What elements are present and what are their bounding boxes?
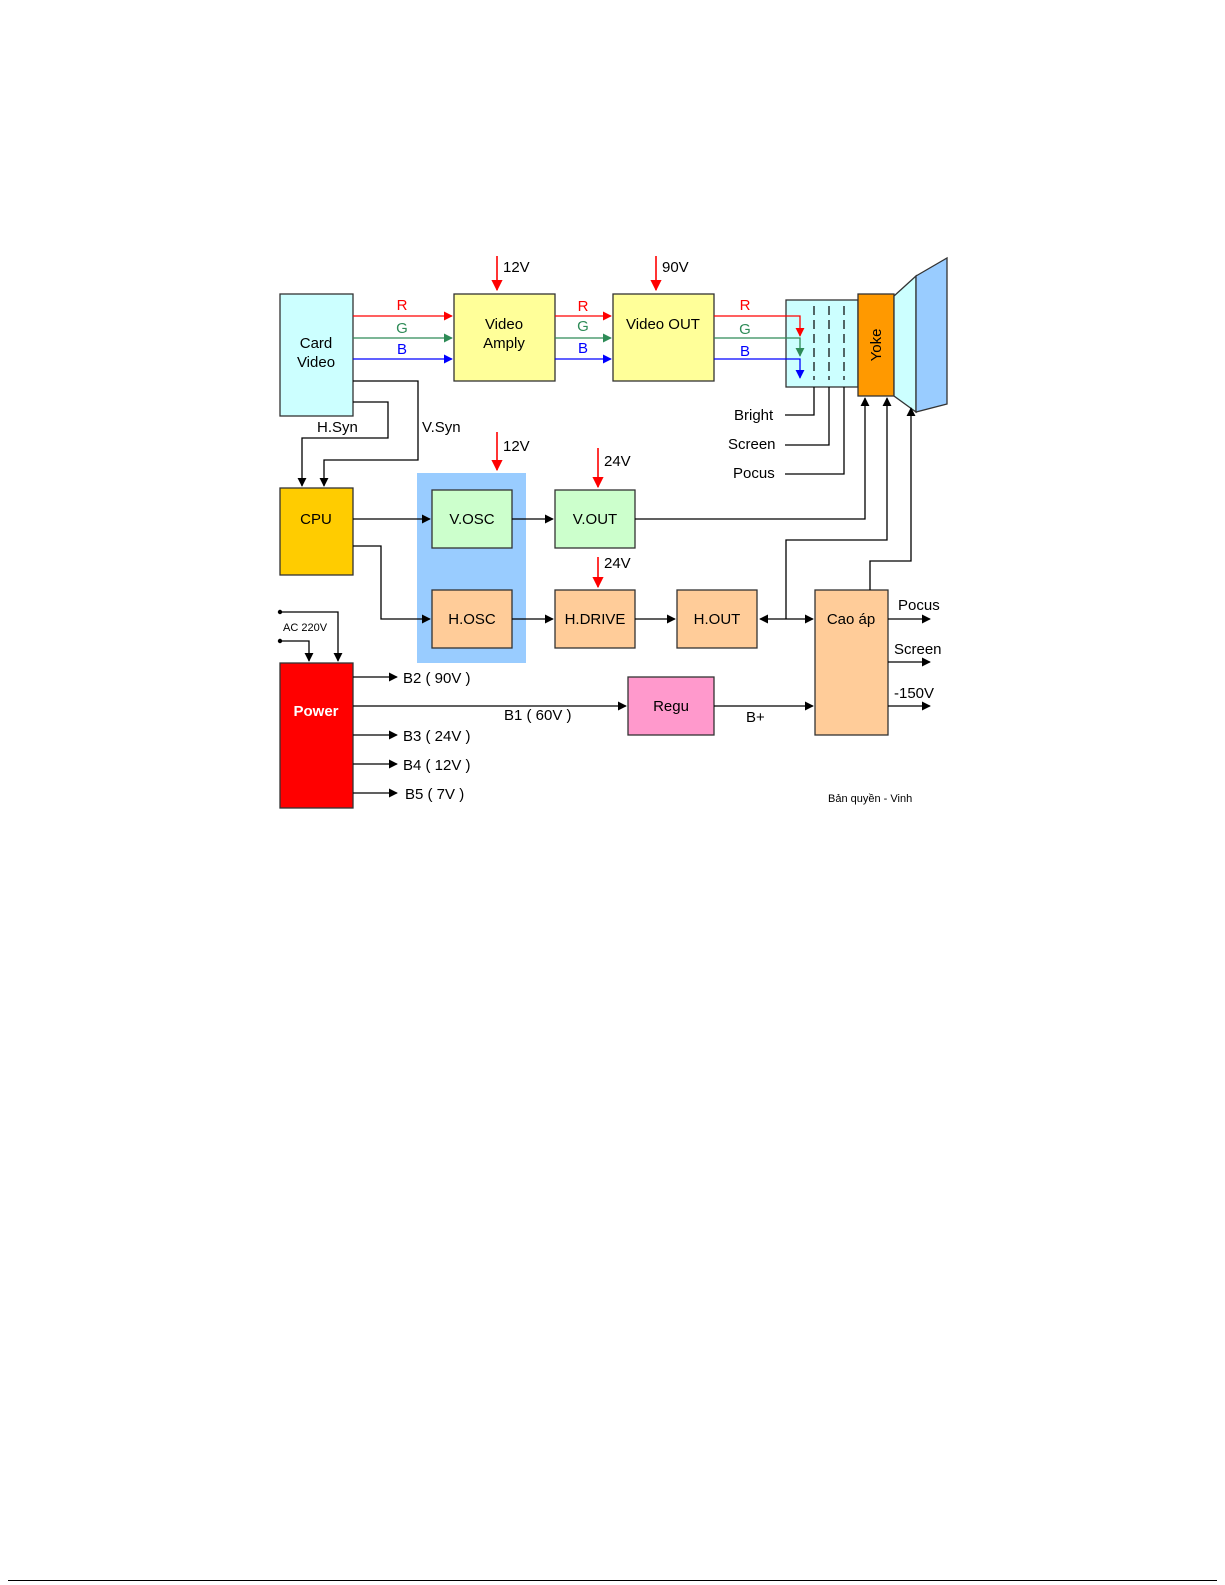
signal-b-label-3: B xyxy=(740,343,750,360)
card-video-label-1: Card xyxy=(300,335,333,352)
supply-v-out: 24V xyxy=(598,448,631,487)
card-video-label-2: Video xyxy=(297,354,335,371)
cao-ap-pocus-label: Pocus xyxy=(898,597,940,614)
v-out-block: V.OUT xyxy=(555,490,635,548)
pocus-input-label: Pocus xyxy=(733,465,775,482)
h-out-label: H.OUT xyxy=(694,611,741,628)
signal-r-label-1: R xyxy=(397,297,408,314)
power-b4-label: B4 ( 12V ) xyxy=(403,757,471,774)
signal-g-label-3: G xyxy=(739,321,751,338)
cao-ap-block: Cao áp xyxy=(815,590,888,735)
supply-video-out-label: 90V xyxy=(662,259,689,276)
supply-video-out: 90V xyxy=(656,256,689,290)
ac-input-label: AC 220V xyxy=(283,622,328,634)
ac-input: AC 220V xyxy=(278,610,338,661)
crt-neck xyxy=(786,300,858,387)
cao-ap-screen-label: Screen xyxy=(894,641,942,658)
h-drive-label: H.DRIVE xyxy=(565,611,626,628)
signal-g-label-1: G xyxy=(396,320,408,337)
supply-video-amply-label: 12V xyxy=(503,259,530,276)
card-video-block: Card Video xyxy=(280,294,353,416)
supply-video-amply: 12V xyxy=(497,256,530,290)
cpu-label: CPU xyxy=(300,511,332,528)
bright-label: Bright xyxy=(734,407,774,424)
h-out-to-yoke xyxy=(786,398,887,619)
power-b2-label: B2 ( 90V ) xyxy=(403,670,471,687)
cao-ap-screen-output: Screen xyxy=(888,641,942,662)
page-bottom-rule xyxy=(8,1580,1217,1581)
cpu-block: CPU xyxy=(280,488,353,575)
power-output-b1: B1 ( 60V ) xyxy=(353,706,626,724)
signal-r-label-3: R xyxy=(740,297,751,314)
video-amply-label-2: Amply xyxy=(483,335,525,352)
copyright-text: Bản quyền - Vinh xyxy=(828,793,912,805)
supply-v-out-label: 24V xyxy=(604,453,631,470)
bright-input: Bright xyxy=(734,387,814,424)
cao-ap-to-crt xyxy=(870,408,911,590)
crt-bell xyxy=(894,258,947,412)
h-osc-label: H.OSC xyxy=(448,611,496,628)
power-b1-label: B1 ( 60V ) xyxy=(504,707,572,724)
power-output-b3: B3 ( 24V ) xyxy=(353,728,471,745)
power-output-b4: B4 ( 12V ) xyxy=(353,757,471,774)
yoke-label: Yoke xyxy=(868,329,885,362)
supply-osc-group: 12V xyxy=(497,432,530,470)
video-amply-label-1: Video xyxy=(485,316,523,333)
supply-h-drive: 24V xyxy=(598,555,631,587)
power-b5-label: B5 ( 7V ) xyxy=(405,786,464,803)
video-out-label: Video OUT xyxy=(626,316,700,333)
signal-r-label-2: R xyxy=(578,298,589,315)
regu-block: Regu xyxy=(628,677,714,735)
h-osc-block: H.OSC xyxy=(432,590,512,648)
h-out-block: H.OUT xyxy=(677,590,757,648)
video-out-block: Video OUT xyxy=(613,294,714,381)
power-block: Power xyxy=(280,663,353,808)
regu-to-cao-ap: B+ xyxy=(714,706,813,726)
power-b3-label: B3 ( 24V ) xyxy=(403,728,471,745)
v-syn-label: V.Syn xyxy=(422,419,461,436)
cao-ap-minus150-output: -150V xyxy=(888,685,934,706)
signal-g-label-2: G xyxy=(577,318,589,335)
supply-h-drive-label: 24V xyxy=(604,555,631,572)
power-output-b5: B5 ( 7V ) xyxy=(353,786,464,803)
signal-b-label-1: B xyxy=(397,341,407,358)
b-plus-label: B+ xyxy=(746,709,765,726)
cao-ap-pocus-output: Pocus xyxy=(888,597,940,619)
power-output-b2: B2 ( 90V ) xyxy=(353,670,471,687)
supply-osc-group-label: 12V xyxy=(503,438,530,455)
h-drive-block: H.DRIVE xyxy=(555,590,635,648)
screen-input-label: Screen xyxy=(728,436,776,453)
rgb-signals-card-to-amply: R G B xyxy=(353,297,452,359)
v-out-label: V.OUT xyxy=(573,511,617,528)
yoke-block: Yoke xyxy=(858,294,894,396)
signal-b-label-2: B xyxy=(578,340,588,357)
rgb-signals-amply-to-out: R G B xyxy=(555,298,611,359)
cao-ap-label: Cao áp xyxy=(827,611,875,628)
v-osc-block: V.OSC xyxy=(432,490,512,548)
pocus-input: Pocus xyxy=(733,387,844,482)
video-amply-block: Video Amply xyxy=(454,294,555,381)
regu-label: Regu xyxy=(653,698,689,715)
v-osc-label: V.OSC xyxy=(449,511,494,528)
cao-ap-minus150-label: -150V xyxy=(894,685,934,702)
power-label: Power xyxy=(293,703,338,720)
h-syn-label: H.Syn xyxy=(317,419,358,436)
